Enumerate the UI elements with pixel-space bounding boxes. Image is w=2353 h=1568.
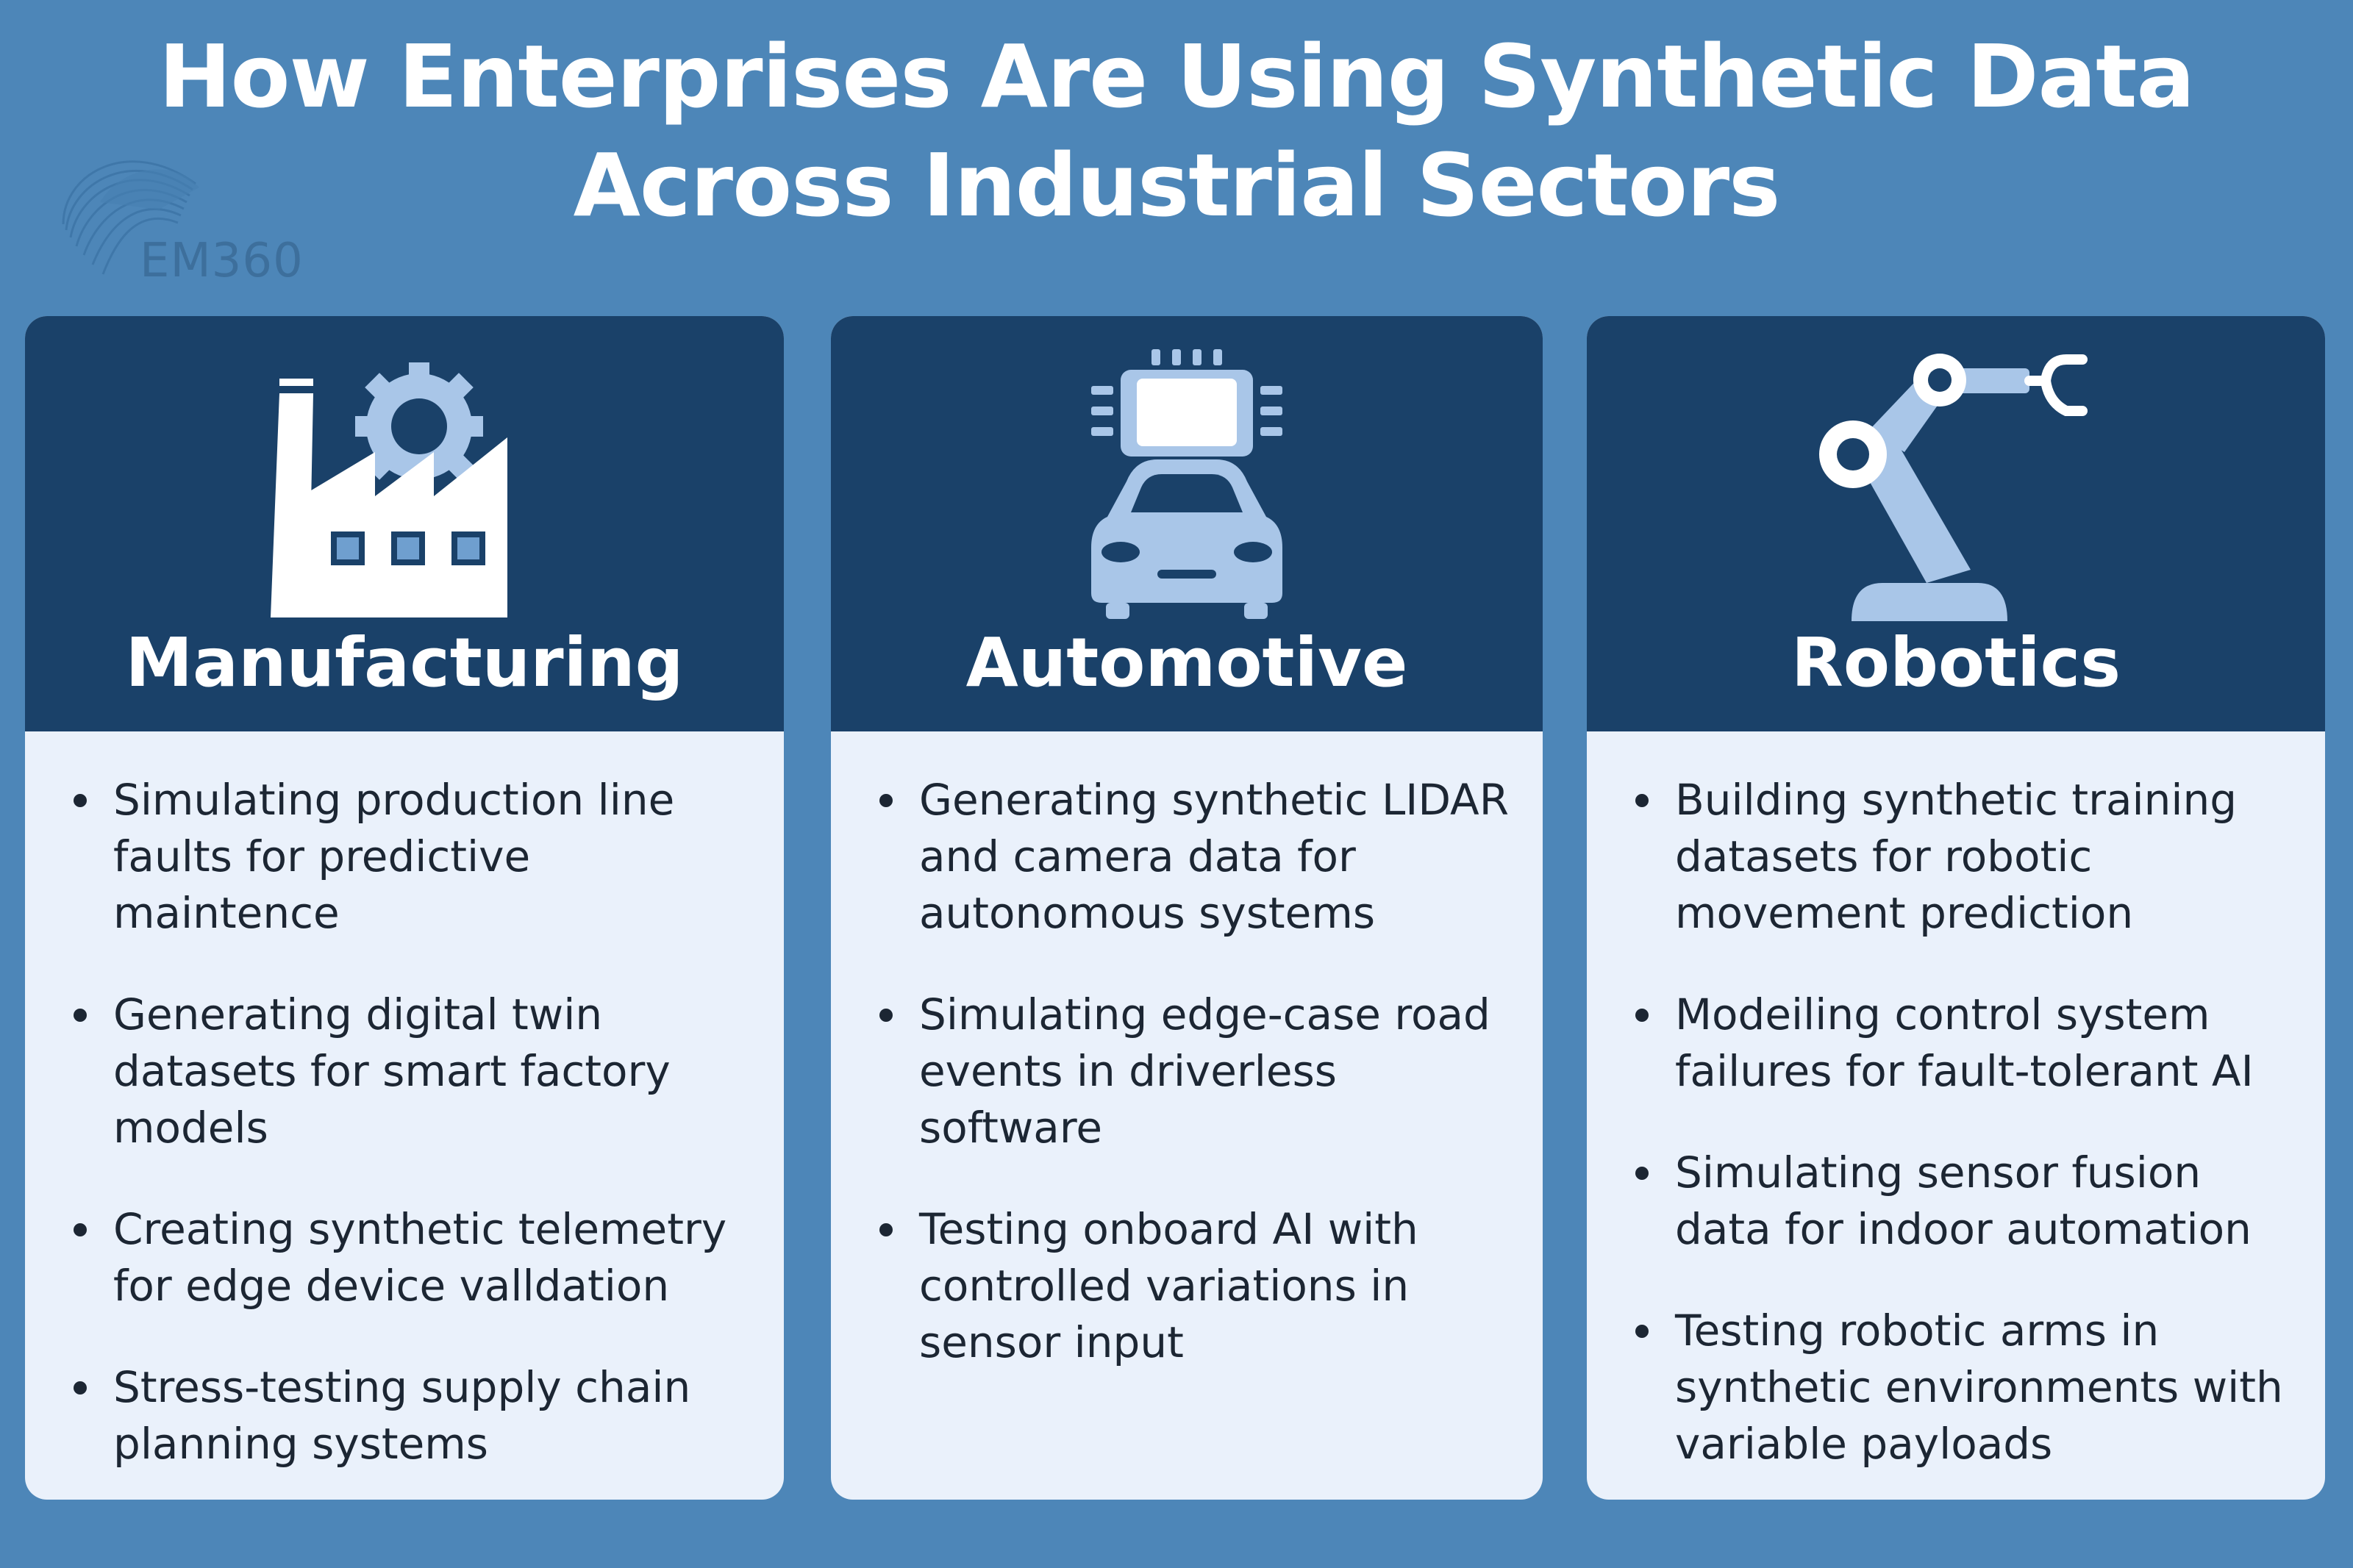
list-item: Modeiling control system failures for fa… xyxy=(1587,987,2325,1100)
list-item: Creating synthetic telemetry for edge de… xyxy=(25,1201,784,1314)
list-item-text: Modeiling control system failures for fa… xyxy=(1675,989,2254,1096)
card-robotics: Robotics Building synthetic training dat… xyxy=(1587,316,2325,1500)
card-automotive: Automotive Generating synthetic LIDAR an… xyxy=(831,316,1543,1500)
card-header: Manufacturing xyxy=(25,316,784,731)
card-title: Robotics xyxy=(1791,623,2121,702)
list-item-text: Creating synthetic telemetry for edge de… xyxy=(113,1204,727,1311)
list-item-text: Generating digital twin datasets for sma… xyxy=(113,989,671,1153)
logo-text: EM360 xyxy=(140,234,304,288)
page-title: How Enterprises Are Using Synthetic Data… xyxy=(0,22,2353,240)
em360-logo-icon xyxy=(62,160,199,275)
list-item-text: Testing onboard AI with controlled varia… xyxy=(919,1204,1418,1367)
card-header: Automotive xyxy=(831,316,1543,731)
card-item-list: Generating synthetic LIDAR and camera da… xyxy=(831,772,1543,1416)
list-item-text: Simulating production line faults for pr… xyxy=(113,775,675,938)
list-item-text: Simulating sensor fusion data for indoor… xyxy=(1675,1148,2252,1254)
card-item-list: Building synthetic training datasets for… xyxy=(1587,772,2325,1500)
bullet xyxy=(74,794,87,807)
bullet xyxy=(74,1009,87,1022)
bullet xyxy=(879,1223,893,1236)
bullet xyxy=(879,794,893,807)
list-item: Simulating production line faults for pr… xyxy=(25,772,784,942)
bullet xyxy=(74,1223,87,1236)
bullet xyxy=(1635,794,1649,807)
list-item: Simulating edge-case road events in driv… xyxy=(831,987,1543,1156)
list-item: Testing onboard AI with controlled varia… xyxy=(831,1201,1543,1371)
bullet xyxy=(879,1009,893,1022)
list-item: Generating digital twin datasets for sma… xyxy=(25,987,784,1156)
list-item-text: Simulating edge-case road events in driv… xyxy=(919,989,1490,1153)
list-item: Simulating sensor fusion data for indoor… xyxy=(1587,1145,2325,1258)
bullet xyxy=(74,1381,87,1395)
list-item-text: Generating synthetic LIDAR and camera da… xyxy=(919,775,1510,938)
title-line-1: How Enterprises Are Using Synthetic Data xyxy=(158,26,2195,127)
bullet xyxy=(1635,1325,1649,1338)
card-title: Manufacturing xyxy=(125,623,684,702)
list-item: Testing robotic arms in synthetic enviro… xyxy=(1587,1303,2325,1472)
list-item-text: Testing robotic arms in synthetic enviro… xyxy=(1675,1306,2283,1469)
list-item: Stress-testing supply chain planning sys… xyxy=(25,1359,784,1472)
list-item: Building synthetic training datasets for… xyxy=(1587,772,2325,942)
card-item-list: Simulating production line faults for pr… xyxy=(25,772,784,1500)
card-title: Automotive xyxy=(965,623,1408,702)
title-line-2: Across Industrial Sectors xyxy=(573,135,1781,236)
list-item-text: Stress-testing supply chain planning sys… xyxy=(113,1362,691,1469)
bullet xyxy=(1635,1009,1649,1022)
robotic-arm-icon xyxy=(1819,354,2088,621)
card-manufacturing: Manufacturing Simulating production line… xyxy=(25,316,784,1500)
bullet xyxy=(1635,1167,1649,1180)
list-item: Generating synthetic LIDAR and camera da… xyxy=(831,772,1543,942)
car-chip-icon xyxy=(1091,349,1282,621)
card-header: Robotics xyxy=(1587,316,2325,731)
factory-gear-icon xyxy=(271,362,507,617)
list-item-text: Building synthetic training datasets for… xyxy=(1675,775,2238,938)
